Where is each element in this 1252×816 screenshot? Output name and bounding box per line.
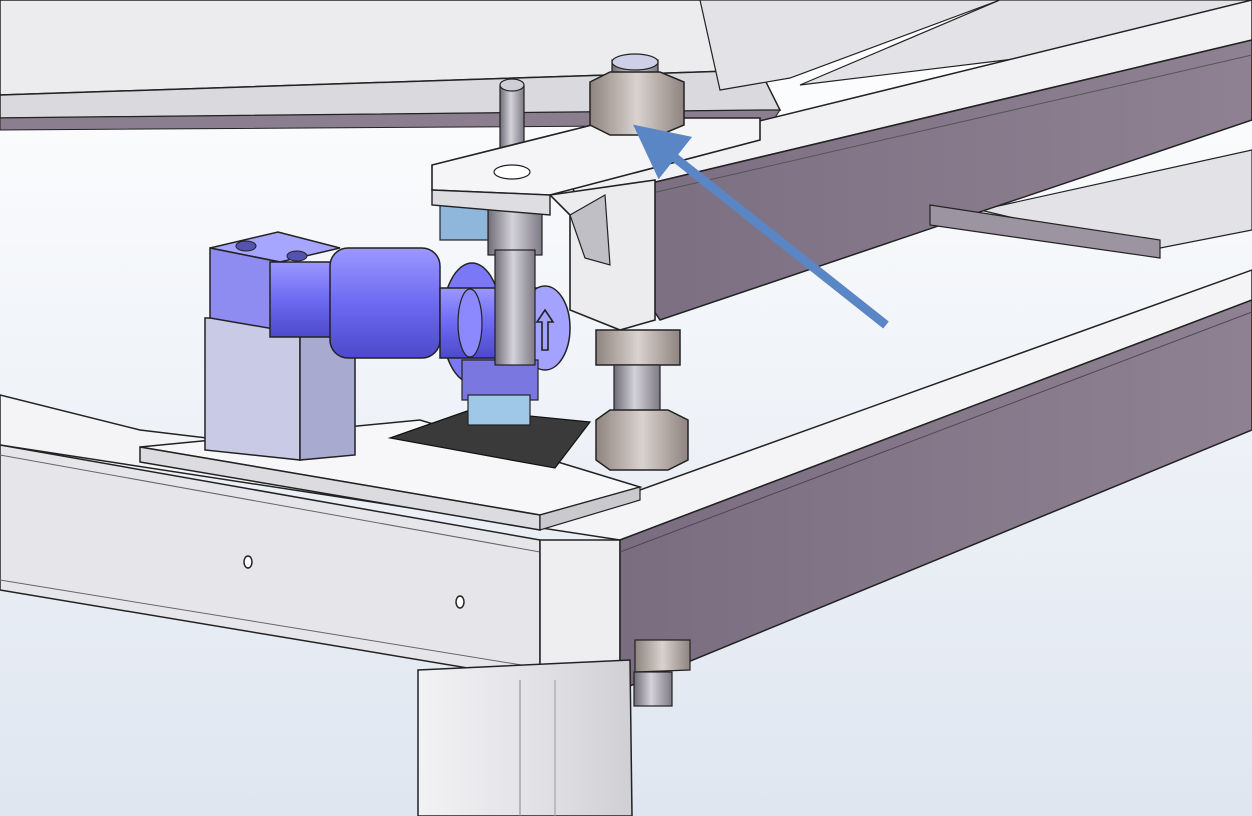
table-leg — [417, 659, 633, 816]
under-bolt — [633, 639, 691, 707]
callout-arrow-icon — [633, 124, 889, 329]
up-arrow-icon — [535, 308, 555, 351]
front-rail-right — [619, 299, 1252, 692]
back-rail — [0, 0, 791, 131]
cross-tube — [929, 204, 1161, 259]
valve-connector — [461, 359, 539, 426]
gasket — [387, 409, 592, 469]
top-nut — [589, 71, 685, 136]
rivet-hole — [455, 595, 465, 609]
valve-manifold — [209, 231, 341, 331]
adjustment-bolt — [589, 53, 689, 471]
bottom-nut — [595, 409, 689, 471]
rivet-hole — [243, 555, 253, 569]
middle-nut — [595, 329, 681, 366]
